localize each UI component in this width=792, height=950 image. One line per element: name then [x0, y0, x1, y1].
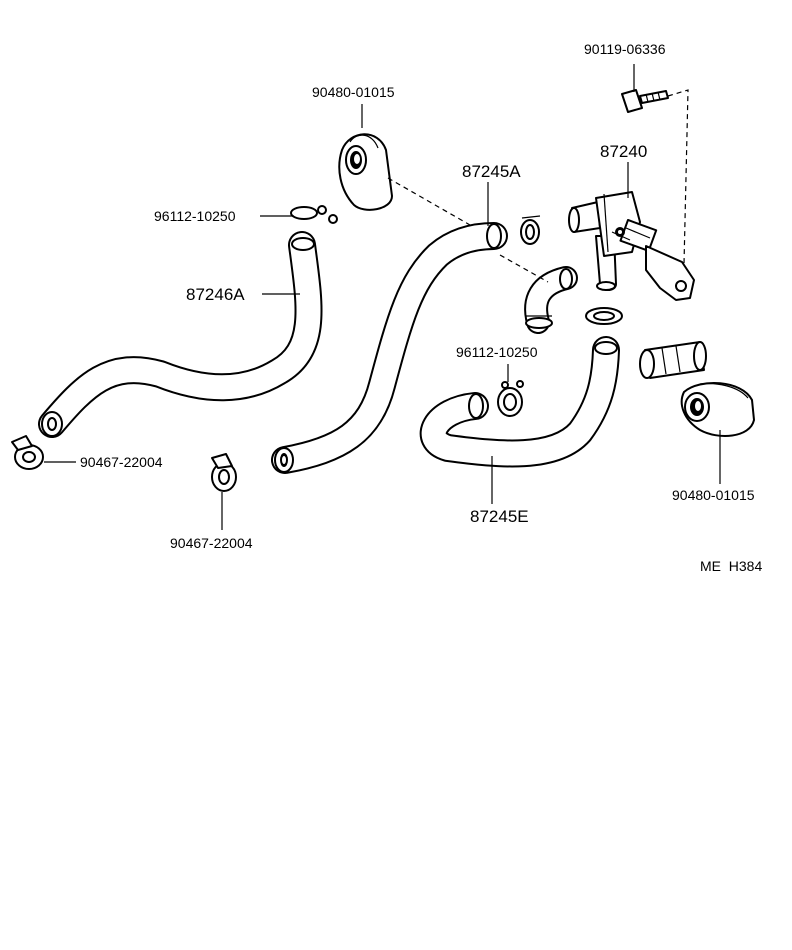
label-grommet-right: 90480-01015 — [672, 487, 755, 503]
clamp-upper-center — [520, 215, 541, 245]
bolt — [621, 89, 669, 113]
grommet-top — [338, 133, 393, 211]
label-hose-87246a: 87246A — [186, 285, 245, 304]
clip-left — [11, 435, 44, 470]
clamp-upper-left — [290, 205, 338, 224]
clamp-center-right — [585, 307, 623, 325]
dash-bolt-valve — [667, 89, 689, 265]
label-hose-87245a: 87245A — [462, 162, 521, 181]
label-diagram-code: ME H384 — [700, 558, 762, 574]
hose-87246a — [38, 231, 323, 438]
label-clip-center: 90467-22004 — [170, 535, 253, 551]
hose-87245e — [419, 336, 620, 468]
label-hose-87245e: 87245E — [470, 507, 529, 526]
label-bolt: 90119-06336 — [584, 41, 666, 57]
pipe-connector — [639, 341, 707, 379]
label-clip-left: 90467-22004 — [80, 454, 163, 470]
label-clamp-top: 96112-10250 — [154, 208, 236, 224]
dash-grommet-top — [387, 177, 471, 226]
grommet-right — [680, 382, 755, 437]
elbow-connector — [524, 266, 578, 334]
label-valve: 87240 — [600, 142, 647, 161]
label-clamp-mid: 96112-10250 — [456, 344, 538, 360]
dash-hose-elbow — [499, 254, 549, 283]
label-grommet-top: 90480-01015 — [312, 84, 395, 100]
hose-87245a — [271, 222, 508, 474]
water-valve — [568, 191, 695, 301]
clamp-mid — [497, 380, 524, 417]
clip-center — [211, 453, 237, 492]
